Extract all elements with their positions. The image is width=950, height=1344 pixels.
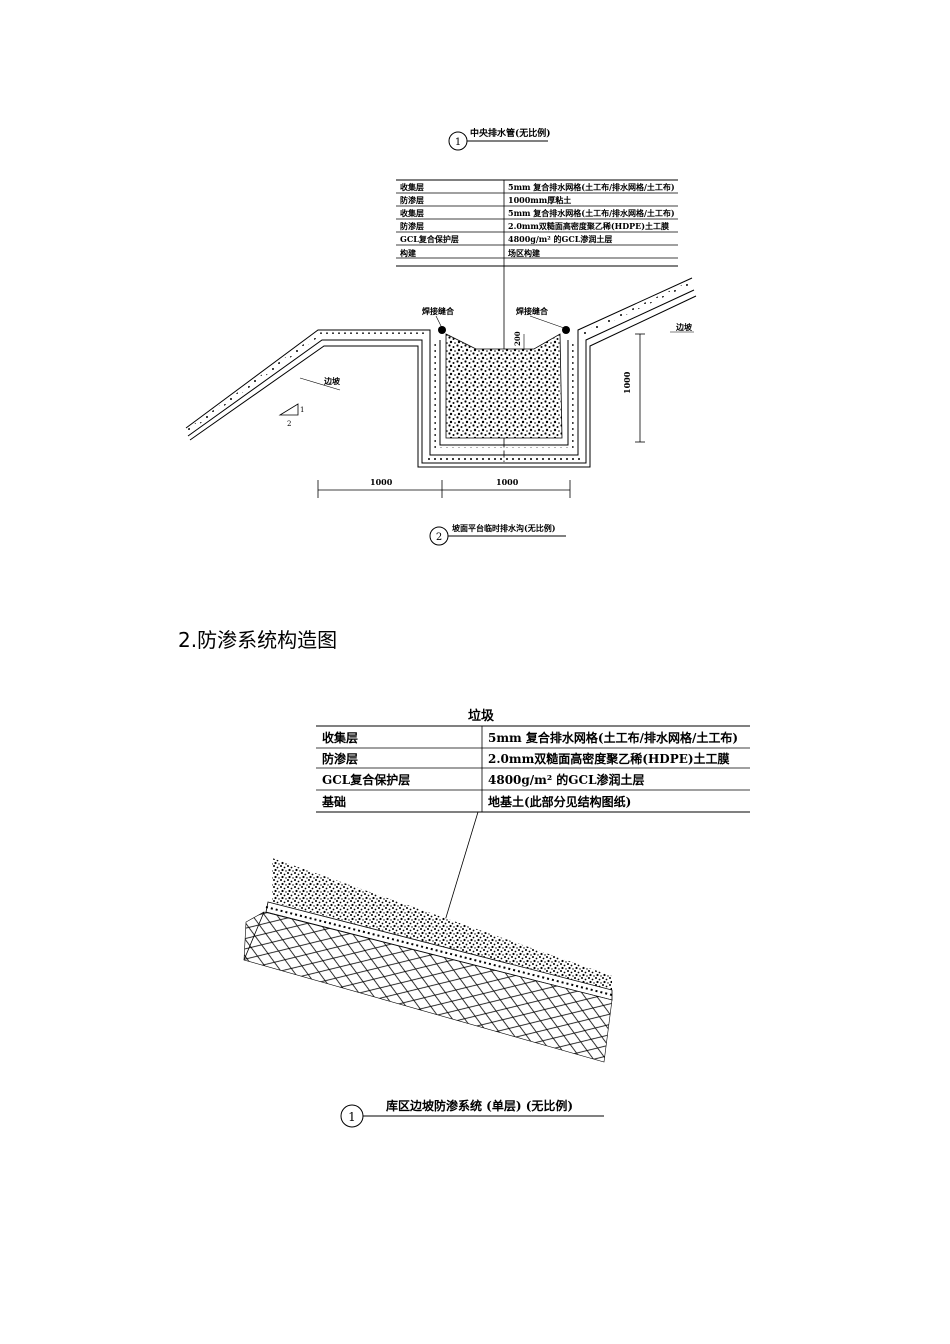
weld-point-right bbox=[562, 326, 570, 334]
svg-text:1000: 1000 bbox=[622, 371, 632, 394]
detail-2-label: 2 坡面平台临时排水沟(无比例) bbox=[429, 523, 566, 546]
layer-spec: 4800g/m² 的GCL渗润土层 bbox=[488, 772, 645, 787]
svg-text:200: 200 bbox=[513, 331, 522, 346]
slope-ratio-marker: 1 2 bbox=[278, 403, 304, 428]
layer-name: 收集层 bbox=[400, 208, 424, 218]
weld-point-left bbox=[438, 326, 446, 334]
detail-number: 1 bbox=[348, 1110, 356, 1124]
weld-label-right: 焊接缝合 bbox=[516, 306, 549, 316]
liner-profile bbox=[185, 277, 697, 468]
layer-name: 防渗层 bbox=[400, 221, 424, 231]
ratio-vertical: 1 bbox=[300, 406, 304, 414]
dim-width-right: 1000 bbox=[496, 477, 519, 487]
dim-200: 200 bbox=[513, 331, 525, 350]
layer-name: 构建 bbox=[400, 248, 417, 258]
layer-name: 防渗层 bbox=[400, 195, 424, 205]
slope-liner-diagram: 垃圾 收集层 5mm 复合排水网格(土工布/排水网格/土工布) 防渗层 2.0m… bbox=[243, 708, 750, 1128]
layer-spec: 5mm 复合排水网格(土工布/排水网格/土工布) bbox=[488, 730, 738, 745]
layer-spec: 2.0mm双糙面高密度聚乙稀(HDPE)土工膜 bbox=[488, 751, 730, 766]
layer-spec: 5mm 复合排水网格(土工布/排水网格/土工布) bbox=[508, 182, 675, 192]
dim-width-left: 1000 bbox=[370, 477, 393, 487]
dim-depth: 1000 bbox=[622, 333, 645, 443]
dim-width: 1000 1000 bbox=[317, 477, 571, 498]
table-header: 垃圾 bbox=[468, 708, 495, 724]
layer-name: 防渗层 bbox=[322, 751, 358, 766]
layer-spec: 4800g/m² 的GCL渗润土层 bbox=[508, 234, 612, 244]
drainage-ditch-diagram: 1 中央排水管(无比例) 收集层 5mm 复合排水网格(土工布/排水网格/土工布… bbox=[185, 127, 697, 546]
section-heading: 2.防渗系统构造图 bbox=[178, 628, 338, 652]
layer-spec: 地基土(此部分见结构图纸) bbox=[488, 794, 631, 809]
layer-spec: 场区构建 bbox=[508, 248, 541, 258]
detail-1-label: 1 中央排水管(无比例) bbox=[448, 127, 551, 151]
detail-1-title: 中央排水管(无比例) bbox=[470, 127, 551, 139]
layer-spec: 2.0mm双糙面高密度聚乙稀(HDPE)土工膜 bbox=[508, 221, 669, 231]
ratio-horizontal: 2 bbox=[287, 420, 291, 428]
waste-gravel-layer bbox=[272, 858, 612, 990]
slope-label-right: 边坡 bbox=[675, 322, 693, 332]
layer-table-2: 收集层 5mm 复合排水网格(土工布/排水网格/土工布) 防渗层 2.0mm双糙… bbox=[316, 725, 750, 813]
detail-2-title: 坡面平台临时排水沟(无比例) bbox=[452, 523, 556, 533]
layer-spec: 5mm 复合排水网格(土工布/排水网格/土工布) bbox=[508, 208, 675, 218]
layer-spec: 1000mm厚粘土 bbox=[508, 195, 571, 205]
detail-1-number: 1 bbox=[455, 137, 461, 148]
layer-name: 收集层 bbox=[322, 730, 358, 745]
foundation-layer bbox=[243, 911, 613, 1063]
detail-title: 库区边坡防渗系统 (单层) (无比例) bbox=[386, 1098, 573, 1113]
layer-table: 收集层 5mm 复合排水网格(土工布/排水网格/土工布) 防渗层 1000mm厚… bbox=[396, 179, 678, 267]
gravel-fill bbox=[445, 333, 563, 439]
layer-name: 收集层 bbox=[400, 182, 424, 192]
layer-name: GCL复合保护层 bbox=[400, 234, 459, 244]
slope-label-left: 边坡 bbox=[323, 376, 341, 386]
layer-name: 基础 bbox=[321, 794, 346, 809]
detail-label: 1 库区边坡防渗系统 (单层) (无比例) bbox=[340, 1098, 604, 1128]
detail-2-number: 2 bbox=[436, 532, 442, 543]
layer-name: GCL复合保护层 bbox=[322, 772, 410, 787]
weld-label-left: 焊接缝合 bbox=[422, 306, 455, 316]
